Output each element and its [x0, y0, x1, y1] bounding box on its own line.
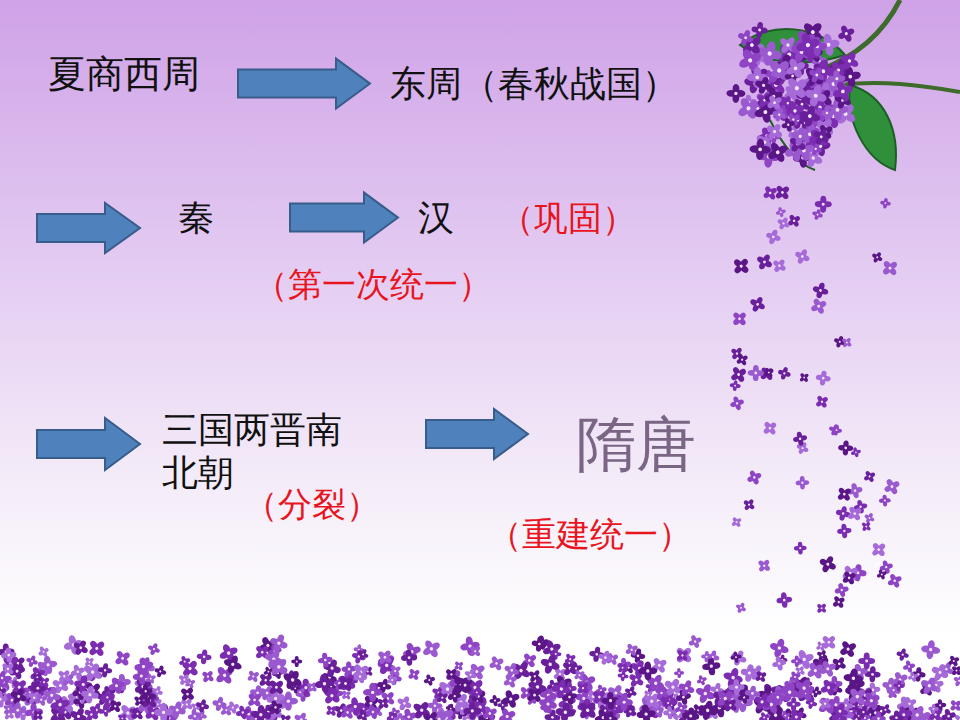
- annotation-label: （重建统一）: [488, 514, 692, 555]
- era-name: 隋唐: [576, 408, 696, 480]
- petal-carpet: [0, 631, 960, 720]
- era-node: 夏商西周: [48, 52, 200, 98]
- era-name: 三国两晋南 北朝: [162, 408, 376, 494]
- leading-arrow: [37, 203, 140, 470]
- era-node: 汉: [418, 196, 454, 239]
- block-arrow: [238, 59, 370, 109]
- block-arrow: [426, 409, 528, 459]
- era-node: 三国两晋南 北朝: [162, 408, 376, 494]
- annotation-label: （第一次统一）: [254, 264, 492, 305]
- lilac-cluster: [726, 16, 863, 171]
- era-name: 秦: [178, 196, 214, 239]
- lilac-branch: [740, 0, 960, 170]
- era-node: 隋唐: [576, 408, 696, 480]
- era-name: 汉: [418, 196, 454, 239]
- block-arrow: [290, 193, 398, 243]
- era-node: 东周（春秋战国）: [390, 62, 678, 105]
- falling-petals: [727, 181, 904, 616]
- era-name: 夏商西周: [48, 52, 200, 98]
- annotation-label: （巩固）: [500, 198, 636, 239]
- era-node: 秦: [178, 196, 214, 239]
- annotation-label: （分裂）: [244, 484, 380, 525]
- era-name: 东周（春秋战国）: [390, 62, 678, 105]
